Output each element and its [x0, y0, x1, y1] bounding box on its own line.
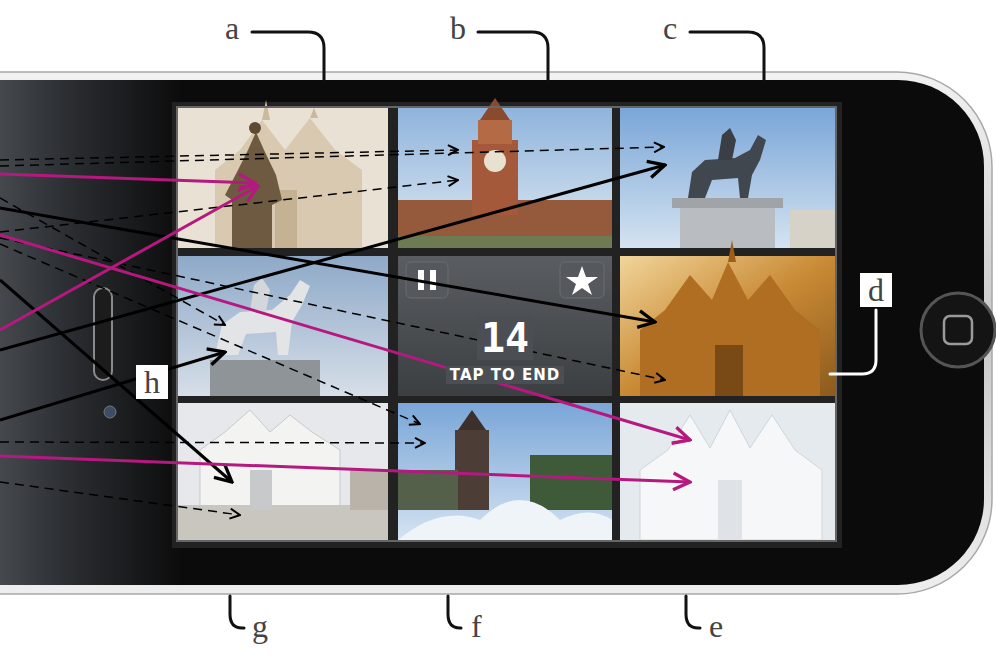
photo-tile-d-part	[728, 240, 736, 262]
photo-tile-b	[398, 98, 612, 248]
label-brackets-part	[690, 32, 764, 80]
label-brackets-part	[478, 32, 548, 80]
photo-tile-f-part	[530, 455, 612, 510]
photo-tile-f-part	[398, 500, 612, 540]
phone-body-part	[104, 406, 116, 418]
callout-letter: c	[663, 11, 677, 45]
label-brackets	[230, 32, 764, 628]
solid-arrows	[0, 165, 665, 482]
photo-tile-e	[620, 403, 835, 540]
phone-body-part	[0, 72, 992, 594]
photo-tile-d-part	[640, 262, 820, 396]
magenta-arrows-part	[0, 456, 690, 482]
callout-letter: g	[252, 609, 268, 643]
photo-tile-c-part	[790, 210, 835, 248]
photo-tile-b-part	[484, 150, 506, 172]
photo-tile-d-part	[620, 256, 835, 396]
magenta-arrows	[0, 174, 690, 482]
dashed-arrows-part	[0, 198, 225, 325]
photo-tile-g-part	[200, 410, 340, 510]
photo-tile-h-part	[210, 360, 320, 396]
photo-tile-f-part	[398, 470, 458, 510]
photo-tile-g-part	[178, 403, 388, 540]
dashed-arrows-part	[0, 150, 458, 160]
phone-body-part	[172, 102, 842, 548]
hud-tile-part	[560, 262, 604, 298]
phone-body-part	[0, 80, 180, 585]
phone-body-part	[0, 80, 984, 585]
photo-tile-b-part	[480, 98, 510, 120]
solid-arrows-part	[0, 165, 665, 350]
white-leaders-part	[830, 310, 876, 374]
dashed-arrows-part	[0, 180, 458, 232]
hud-tile-part	[430, 270, 436, 290]
photo-tile-f-part	[458, 410, 486, 430]
phone-body-part	[94, 288, 112, 380]
callout-letter: h	[136, 365, 168, 399]
label-brackets-part	[686, 596, 700, 628]
photo-tile-g-part	[250, 470, 272, 510]
callout-letter: f	[471, 609, 482, 643]
photo-tile-a	[178, 100, 388, 248]
white-leaders	[830, 310, 876, 374]
photo-tile-a-part	[249, 122, 261, 134]
solid-arrows-part	[0, 352, 225, 420]
phone-body-part	[944, 316, 972, 344]
callout-letter: b	[450, 11, 466, 45]
photo-tile-c-part	[718, 128, 736, 160]
photo-tile-c	[620, 108, 835, 248]
photo-tile-b-part	[398, 108, 612, 248]
photo-tile-e-part	[620, 403, 835, 540]
magenta-arrows-part	[0, 174, 255, 183]
photo-tile-c-part	[680, 205, 775, 248]
photo-tile-c-part	[672, 198, 783, 208]
photo-tile-b-part	[398, 236, 612, 248]
phone-body	[0, 72, 995, 594]
dashed-arrows-part	[0, 482, 240, 515]
photo-tile-g-part	[350, 470, 388, 510]
callout-letter: a	[225, 11, 239, 45]
magenta-arrows-part	[0, 235, 690, 440]
phone-body-part	[921, 293, 995, 367]
photo-tile-e-part	[640, 410, 822, 540]
magenta-arrows-part	[0, 186, 258, 330]
photo-tile-d-part	[715, 345, 743, 396]
dashed-arrows-part	[0, 442, 425, 443]
hud-tile	[398, 256, 612, 396]
callout-letter: d	[860, 273, 892, 307]
photo-tile-a-part	[310, 108, 318, 118]
callout-letter: e	[709, 609, 723, 643]
photo-tile-g	[178, 403, 388, 540]
photo-tile-a-part	[178, 108, 388, 248]
photo-tile-a-part	[262, 100, 270, 120]
photo-tile-h-part	[178, 256, 388, 396]
label-brackets-part	[448, 596, 461, 628]
photo-tile-h	[178, 256, 388, 396]
game-hud-panel: 14TAP TO END	[398, 256, 612, 396]
dashed-arrows-part	[0, 238, 665, 380]
label-brackets-part	[230, 596, 244, 628]
photo-tile-f-part	[455, 430, 489, 510]
hud-tile-part	[566, 266, 598, 295]
photo-tile-c-part	[620, 108, 835, 248]
hud-tile-part	[398, 256, 612, 396]
counter-number: 14	[477, 316, 533, 360]
status-text: TAP TO END	[446, 366, 564, 384]
photo-tile-b-part	[478, 120, 512, 144]
label-brackets-part	[252, 32, 324, 80]
photo-tile-d	[620, 240, 835, 396]
dashed-arrows-part	[0, 147, 664, 166]
photo-tile-e-part	[718, 480, 742, 540]
